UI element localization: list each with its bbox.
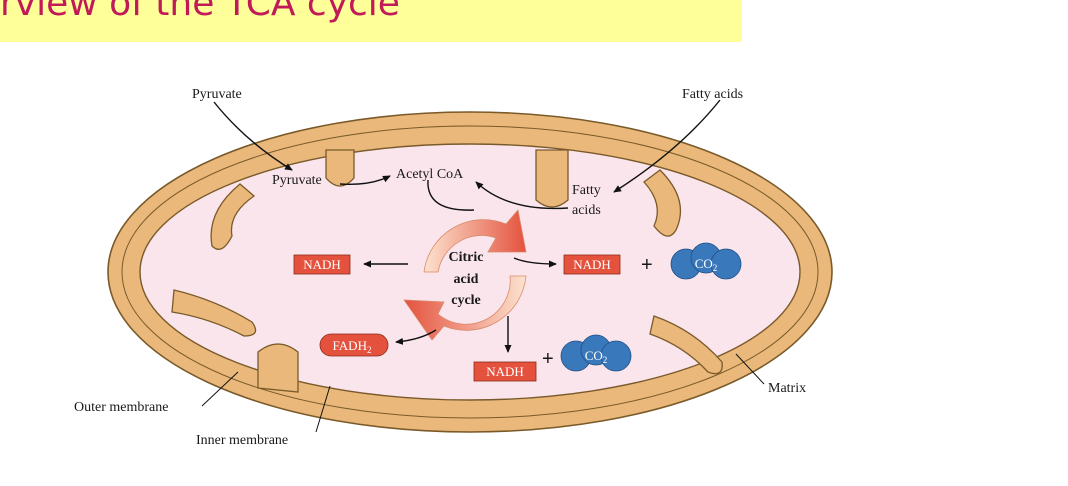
plus-right: + [641, 254, 653, 276]
title-banner: rview of the TCA cycle [0, 0, 742, 42]
cycle-label-line2: acid [454, 272, 479, 287]
outer-membrane-leader [201, 371, 239, 407]
nadh-right-box [563, 254, 621, 275]
nadh-right-arrow [513, 257, 557, 268]
cristae [171, 149, 723, 393]
page-title: rview of the TCA cycle [0, 0, 400, 24]
co2-right-icon [670, 242, 742, 280]
inner-membrane-leader [315, 385, 331, 433]
acetyl-coa-label: Acetyl CoA [396, 167, 464, 182]
nadh-right-label: NADH [573, 257, 611, 272]
fadh2-arrow [395, 329, 437, 345]
fatty-acids-import-arrow [613, 99, 721, 193]
cycle-arc-bottom [403, 275, 527, 341]
nadh-bottom-box [473, 361, 537, 382]
cycle-arc-top [423, 209, 527, 273]
pyruvate-outside-label: Pyruvate [192, 87, 242, 102]
nadh-left-box [293, 254, 351, 275]
matrix-shape [139, 143, 801, 401]
pyruvate-inside-label: Pyruvate [272, 173, 322, 188]
nadh-bottom-label: NADH [486, 364, 524, 379]
co2-bottom-subscript: 2 [603, 355, 608, 365]
nadh-left-label: NADH [303, 257, 341, 272]
co2-right-label: CO2 [695, 256, 718, 273]
fatty-to-acetylcoa-arrow [475, 181, 569, 210]
plus-bottom: + [542, 348, 554, 370]
cycle-label-line3: cycle [451, 293, 481, 308]
fatty-inside-label-line2: acids [572, 203, 601, 218]
co2-right-subscript: 2 [713, 263, 718, 273]
outer-membrane-label: Outer membrane [74, 400, 168, 415]
co2-bottom-label: CO2 [585, 348, 608, 365]
fatty-acids-outside-label: Fatty acids [682, 87, 743, 102]
pyruvate-import-arrow [213, 101, 293, 171]
co2-bottom-icon [560, 334, 632, 372]
fadh2-pill [319, 333, 389, 357]
acetylcoa-into-cycle-arrow [427, 179, 475, 211]
cycle-label-line1: Citric [449, 250, 484, 265]
matrix-leader [735, 353, 765, 385]
fatty-inside-label-line1: Fatty [572, 183, 601, 198]
pyruvate-to-acetylcoa-arrow [339, 175, 391, 186]
matrix-label: Matrix [768, 381, 806, 396]
inner-membrane-label: Inner membrane [196, 433, 288, 448]
fadh2-subscript: 2 [367, 345, 372, 355]
fadh2-label: FADH2 [333, 338, 372, 355]
